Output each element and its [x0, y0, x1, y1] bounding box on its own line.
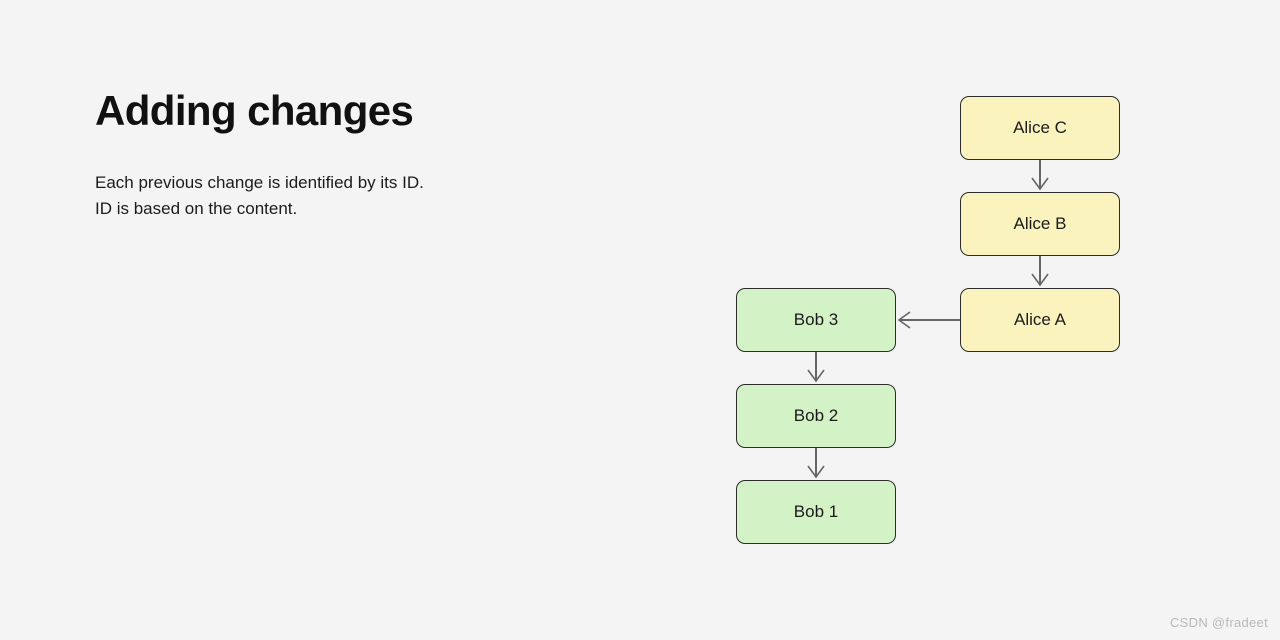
edge-alice-b-to-alice-a — [1031, 256, 1049, 287]
node-bob-2[interactable]: Bob 2 — [736, 384, 896, 448]
node-alice-c[interactable]: Alice C — [960, 96, 1120, 160]
node-label: Bob 3 — [793, 310, 839, 329]
watermark: CSDN @fradeet — [1169, 615, 1268, 630]
node-label: Alice A — [1014, 310, 1066, 329]
body-line-2: ID is based on the content. — [95, 199, 298, 218]
slide-body-text: Each previous change is identified by it… — [95, 170, 424, 222]
edge-alice-c-to-alice-b — [1031, 160, 1049, 191]
node-bob-1[interactable]: Bob 1 — [736, 480, 896, 544]
body-line-1: Each previous change is identified by it… — [95, 173, 424, 192]
node-label: Alice C — [1013, 118, 1067, 137]
page-title: Adding changes — [95, 87, 414, 134]
node-label: Bob 2 — [793, 406, 839, 425]
edge-bob-2-to-bob-1 — [807, 448, 825, 479]
node-alice-b[interactable]: Alice B — [960, 192, 1120, 256]
edge-alice-a-to-bob-3 — [897, 311, 960, 329]
node-label: Alice B — [1013, 214, 1067, 233]
node-bob-3[interactable]: Bob 3 — [736, 288, 896, 352]
node-alice-a[interactable]: Alice A — [960, 288, 1120, 352]
edge-bob-3-to-bob-2 — [807, 352, 825, 383]
node-label: Bob 1 — [793, 502, 839, 521]
